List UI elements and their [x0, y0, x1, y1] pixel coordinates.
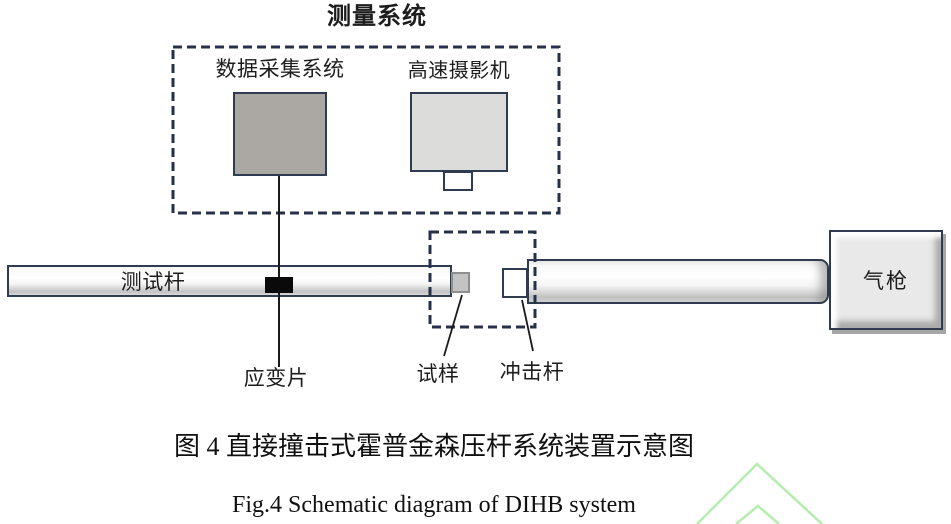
- impact-bar-label: 冲击杆: [499, 361, 565, 384]
- impact-bar-front: [502, 268, 528, 298]
- camera-mount-tab: [443, 171, 473, 191]
- strain-gauge-label: 应变片: [243, 367, 309, 390]
- test-bar: [7, 265, 452, 297]
- test-bar-label: 测试杆: [120, 271, 186, 294]
- measurement-system-title: 测量系统: [327, 3, 427, 30]
- impact-bar: [527, 259, 829, 304]
- strain-gauge-marker: [265, 277, 293, 293]
- gas-gun-box: 气枪: [829, 230, 943, 330]
- camera-label: 高速摄影机: [407, 60, 511, 82]
- data-acquisition-box: [233, 92, 327, 176]
- specimen-leader-line: [443, 294, 463, 357]
- figure-caption-en: Fig.4 Schematic diagram of DIHB system: [232, 492, 636, 518]
- specimen-label: 试样: [416, 363, 460, 386]
- figure-caption-zh: 图 4 直接撞击式霍普金森压杆系统装置示意图: [173, 432, 694, 461]
- impact-bar-leader-line: [521, 299, 534, 352]
- daq-label: 数据采集系统: [215, 58, 345, 81]
- high-speed-camera-box: [410, 92, 508, 172]
- specimen-square: [451, 272, 470, 293]
- gas-gun-label: 气枪: [863, 270, 909, 293]
